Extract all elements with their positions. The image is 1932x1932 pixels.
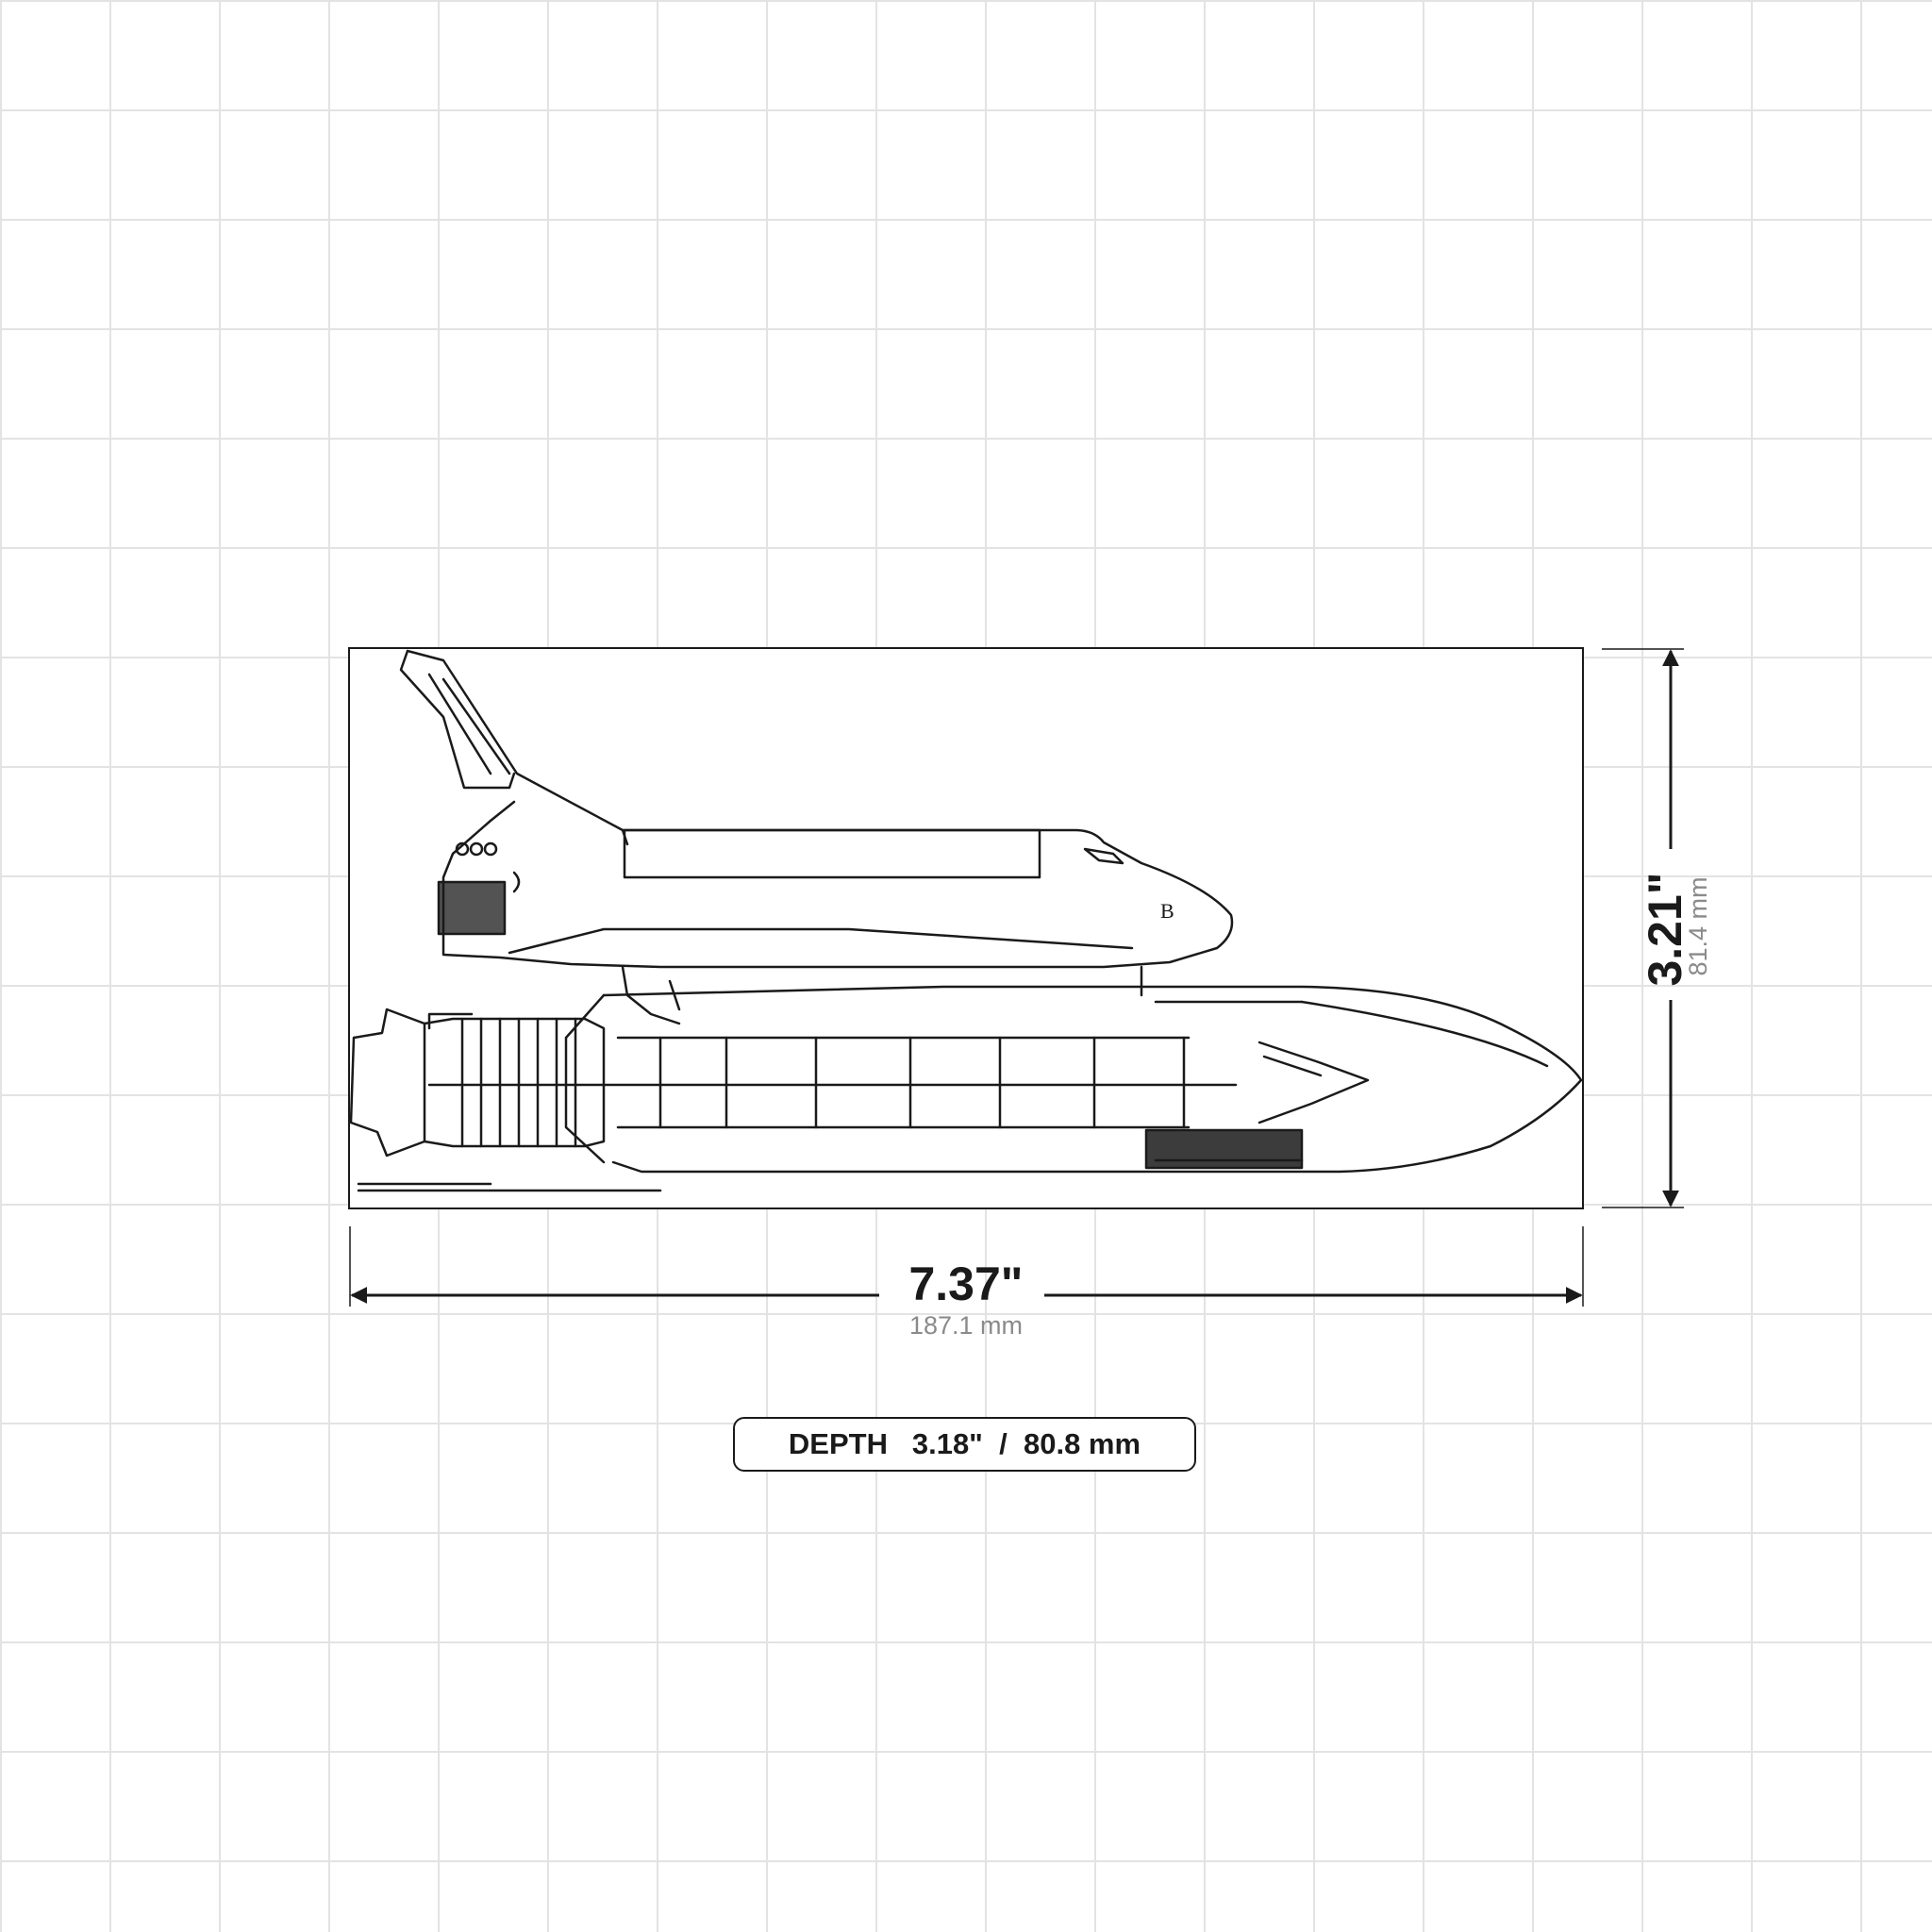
height-dimension	[1602, 648, 1684, 1208]
depth-inches: 3.18"	[911, 1427, 983, 1460]
depth-label: DEPTH	[788, 1427, 888, 1460]
svg-text:B: B	[1160, 899, 1174, 923]
width-inches-label: 7.37"	[908, 1257, 1024, 1310]
external-tank	[427, 985, 1583, 1174]
depth-separator: /	[999, 1427, 1008, 1460]
width-millimeters-label: 187.1 mm	[908, 1311, 1024, 1340]
object-bounding-box	[348, 647, 1584, 1209]
height-millimeters-label: 81.4 mm	[1684, 876, 1712, 976]
solid-rocket-booster	[349, 1008, 662, 1192]
width-dimension	[349, 1226, 1584, 1307]
orbiter: B	[399, 649, 1234, 1025]
space-shuttle-illustration: B	[349, 649, 1583, 1192]
depth-millimeters: 80.8 mm	[1023, 1427, 1141, 1460]
depth-badge: DEPTH 3.18" / 80.8 mm	[733, 1417, 1196, 1472]
height-inches-label: 3.21"	[1639, 872, 1691, 987]
